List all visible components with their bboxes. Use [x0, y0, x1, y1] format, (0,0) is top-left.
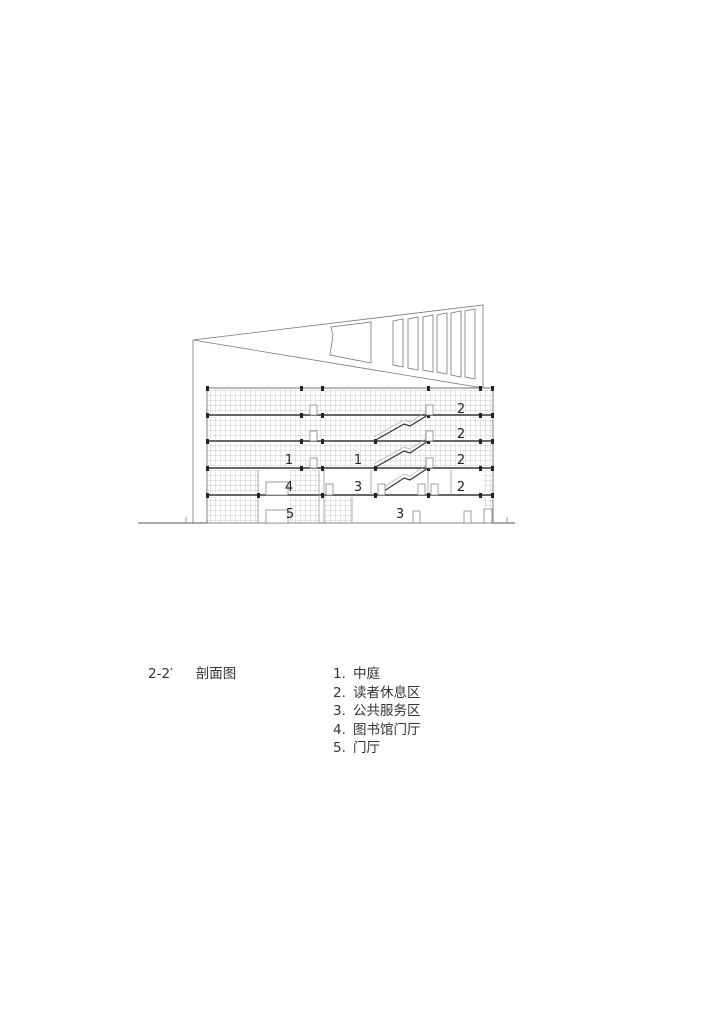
legend-item: 3.公共服务区: [333, 703, 421, 719]
legend-item: 5.门厅: [333, 740, 380, 756]
zone-labels: 1 1 2 2 2 2 3 3 4 5: [285, 402, 465, 522]
zone-label: 1: [354, 453, 362, 468]
zone-label: 1: [285, 453, 293, 468]
legend: 1.中庭 2.读者休息区 3.公共服务区 4.图书馆门厅 5.门厅: [333, 665, 421, 758]
legend-item: 2.读者休息区: [333, 684, 421, 701]
roof-wedge: [192, 304, 484, 523]
zone-label: 5: [286, 507, 294, 522]
zone-label: 3: [396, 507, 404, 522]
zone-label: 2: [457, 427, 465, 442]
section-title: 剖面图: [195, 666, 237, 682]
zone-label: 2: [457, 480, 465, 495]
stairs: [373, 414, 429, 496]
legend-item: 1.中庭: [333, 666, 380, 682]
drawing-caption: 2-2′ 剖面图: [148, 662, 236, 682]
section-code: 2-2′: [148, 666, 174, 682]
legend-item: 4.图书馆门厅: [333, 721, 421, 738]
ground-line: [138, 517, 515, 524]
zone-label: 2: [457, 453, 465, 468]
zone-label: 4: [285, 480, 293, 495]
zone-label: 2: [457, 402, 465, 417]
zone-label: 3: [354, 480, 362, 495]
glazed-facade: [207, 390, 493, 523]
